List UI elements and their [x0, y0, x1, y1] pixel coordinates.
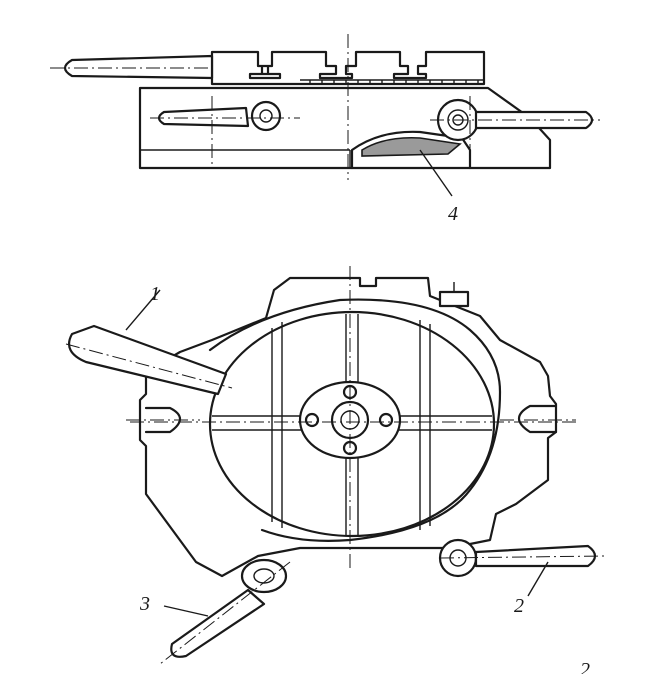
corner-mark: 2 [580, 659, 590, 674]
callout-2-label: 2 [514, 595, 524, 617]
hub-bolt-left [304, 412, 320, 428]
left-clamp-boss [250, 100, 282, 132]
scale-ticks [309, 80, 479, 84]
section-cutout [350, 130, 472, 170]
hatched-section [361, 136, 462, 157]
lower-housing [138, 86, 552, 170]
callout-2-leader [527, 561, 549, 597]
left-clamp-lever [157, 106, 250, 128]
handle-1 [68, 324, 228, 396]
plan-view: 1 2 3 2 [65, 266, 605, 674]
handle-3 [170, 588, 266, 658]
callout-4-label: 4 [448, 203, 458, 225]
side-view: 4 [50, 34, 600, 225]
top-left-handle [63, 54, 214, 80]
left-clamp-hole [259, 109, 273, 123]
right-slot [517, 404, 558, 434]
callout-1-label: 1 [150, 283, 160, 305]
callout-1-leader [125, 289, 161, 331]
upper-slide-plate [210, 50, 486, 86]
top-bolt-head [438, 290, 470, 308]
callout-3-leader [163, 605, 209, 617]
hub-bolt-right [378, 412, 394, 428]
handle-3-boss [240, 558, 288, 594]
callout-4-leader [419, 149, 453, 197]
base-outline [138, 276, 558, 578]
handle-2 [474, 544, 597, 568]
left-slot [144, 406, 182, 434]
callout-3-label: 3 [139, 593, 150, 615]
